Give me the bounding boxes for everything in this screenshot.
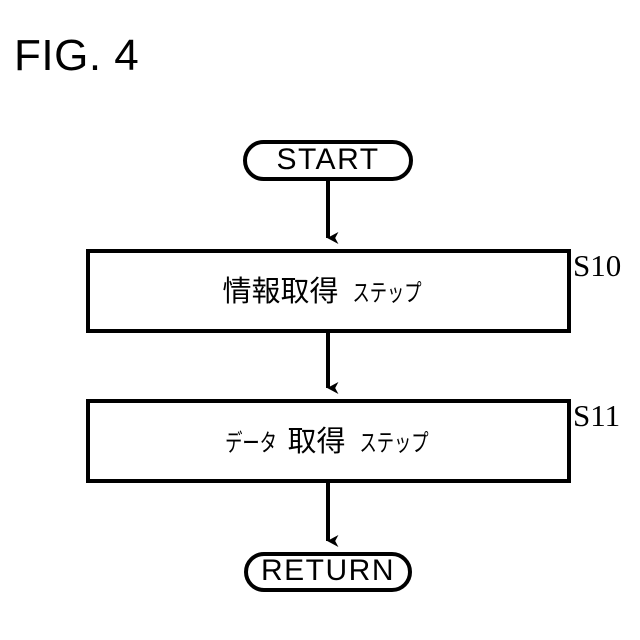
flowchart-node-s10: 情報取得ステップ [86, 249, 571, 333]
flowchart-node-return: RETURN [244, 552, 412, 592]
s11-text: データ取得ステップ [215, 423, 441, 458]
s11-text-kana: ステップ [358, 428, 429, 457]
step-ref-s10: S10 [573, 248, 622, 283]
figure-title: FIG. 4 [14, 31, 140, 80]
s11-text-kana-lead: データ [225, 428, 278, 457]
return-label: RETURN [261, 554, 395, 587]
s11-text-kanji: 取得 [287, 423, 346, 458]
flowchart-node-s11: データ取得ステップ [86, 399, 571, 483]
step-ref-s11: S11 [573, 398, 621, 433]
s10-text: 情報取得ステップ [222, 273, 434, 308]
flowchart-node-start: START [243, 140, 413, 181]
start-label: START [276, 142, 380, 176]
s10-text-kanji: 情報取得 [222, 273, 339, 308]
s10-text-kana: ステップ [351, 278, 422, 307]
